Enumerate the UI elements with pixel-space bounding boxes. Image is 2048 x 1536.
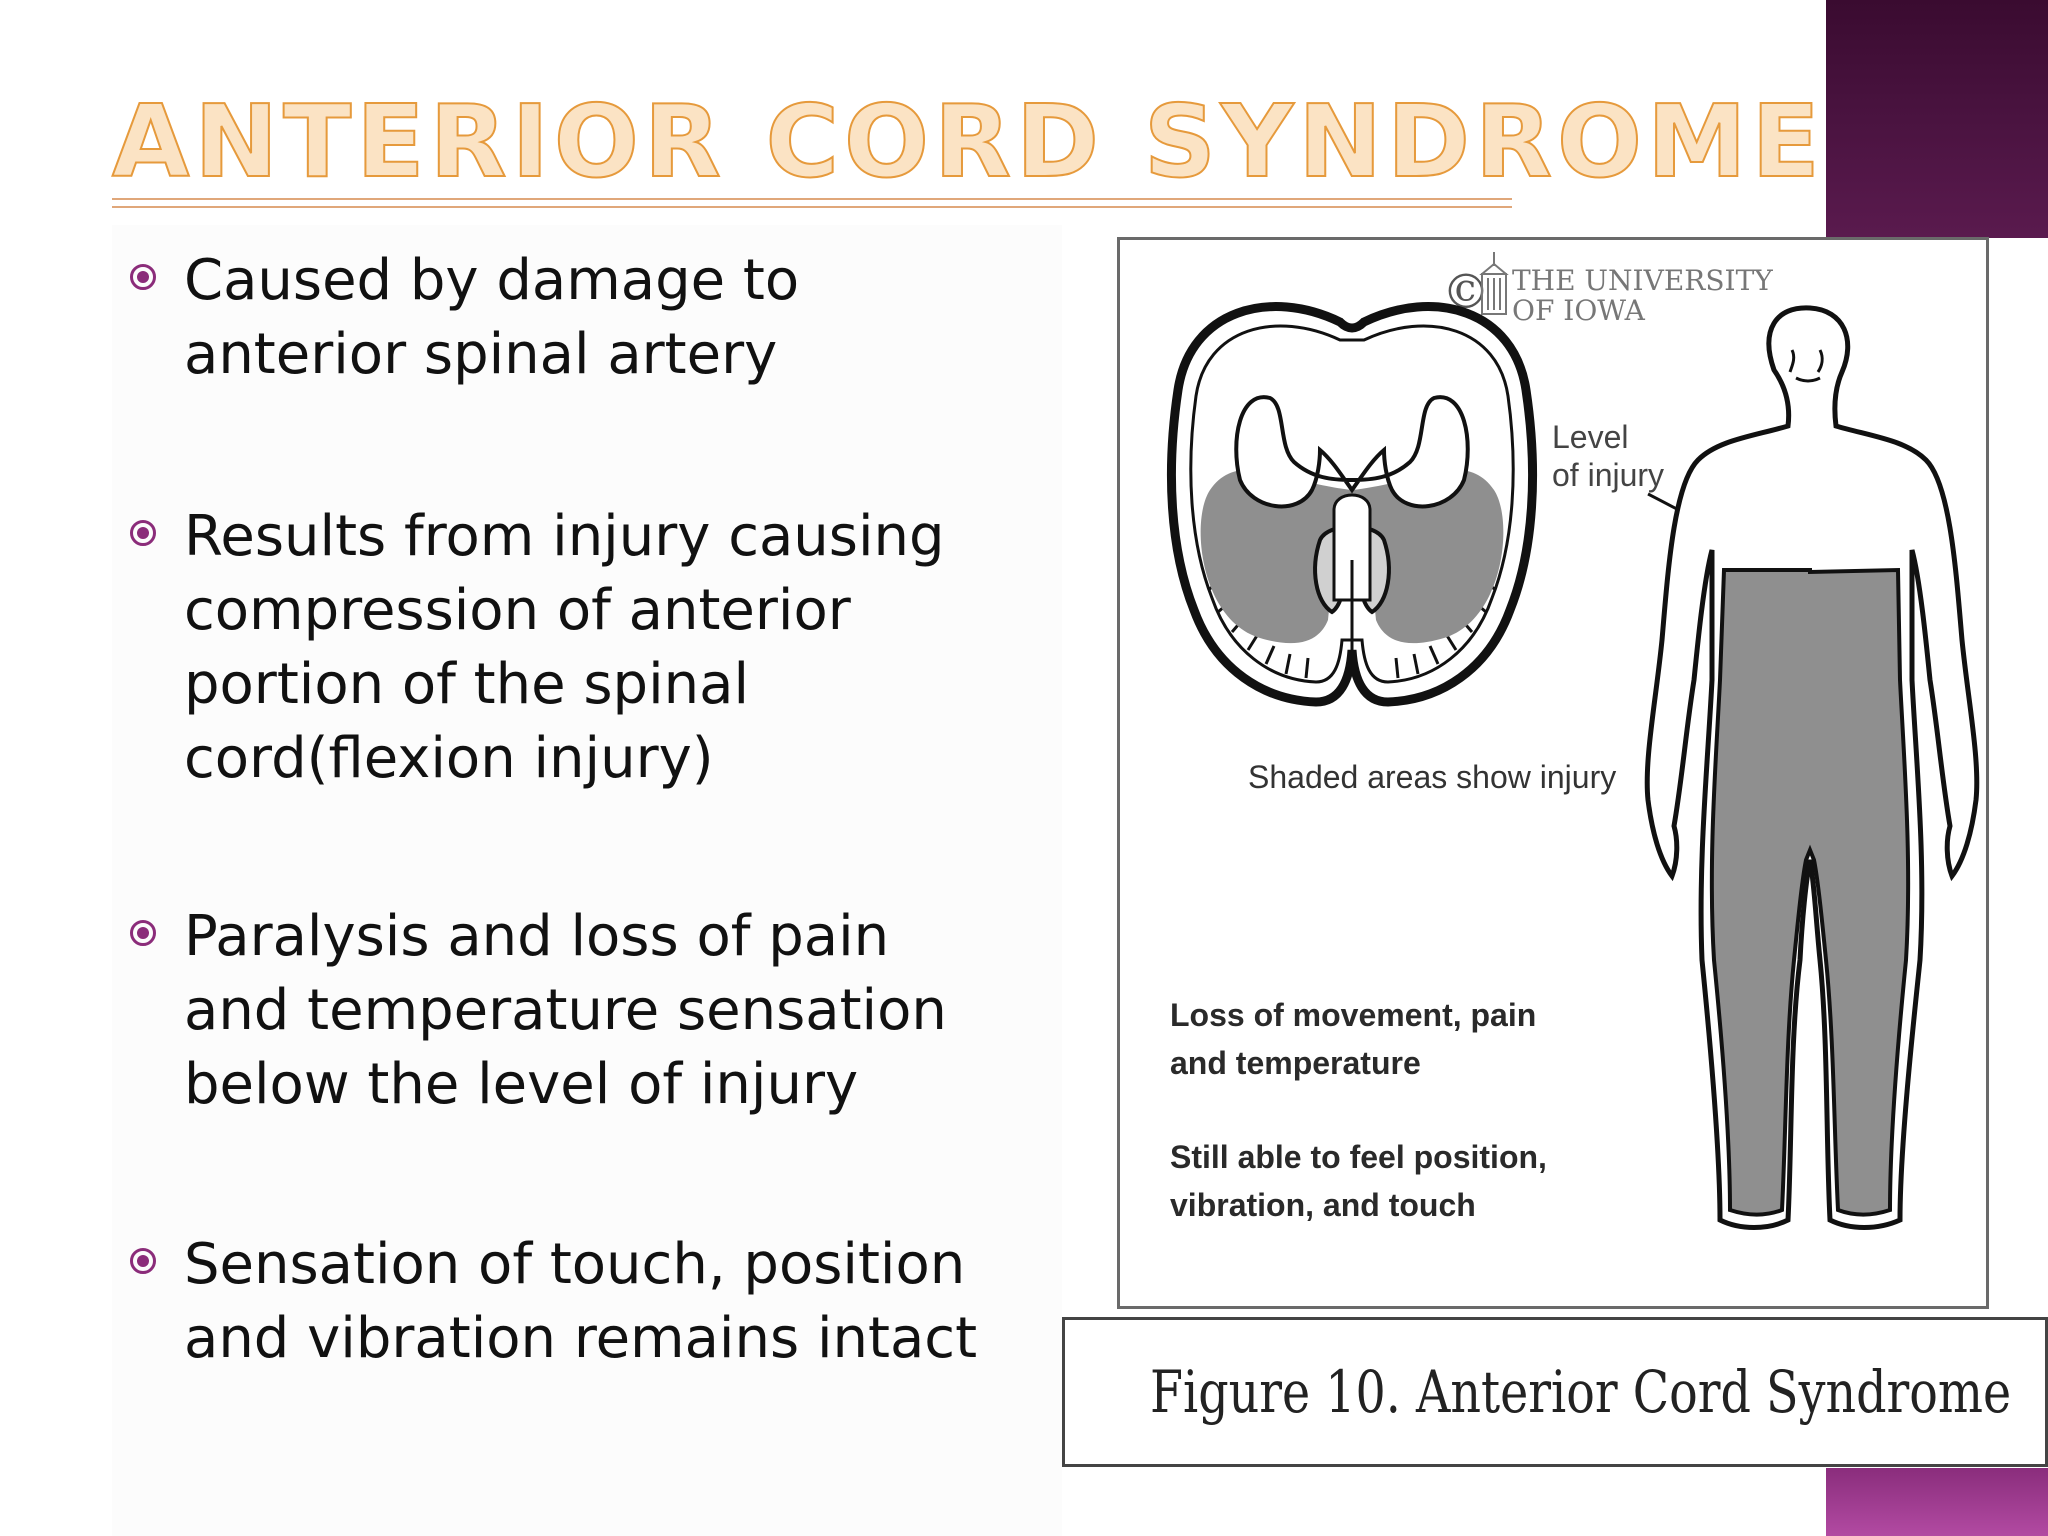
loss-note-line2: and temperature bbox=[1170, 1045, 1421, 1081]
title-underline bbox=[112, 198, 1512, 208]
bullet-text: Results from injury causing compression … bbox=[184, 500, 1076, 796]
bullet-item: Results from injury causing compression … bbox=[126, 500, 1076, 796]
figure-caption: Figure 10. Anterior Cord Syndrome bbox=[1150, 1358, 2012, 1426]
university-building-icon bbox=[1479, 252, 1509, 315]
bullet-line: and vibration remains intact bbox=[184, 1306, 978, 1371]
figure-caption-box: Figure 10. Anterior Cord Syndrome bbox=[1062, 1317, 2048, 1467]
university-name: THE UNIVERSITY bbox=[1512, 264, 1773, 297]
human-body-outline bbox=[1644, 305, 1980, 1230]
bullet-line: below the level of injury bbox=[184, 1052, 859, 1117]
bullet-line: anterior spinal artery bbox=[184, 322, 778, 387]
bullet-circle-icon bbox=[130, 1248, 156, 1274]
bullet-text: Caused by damage to anterior spinal arte… bbox=[184, 244, 1076, 392]
bullet-text: Sensation of touch, position and vibrati… bbox=[184, 1228, 1076, 1376]
bullet-text: Paralysis and loss of pain and temperatu… bbox=[184, 900, 1076, 1122]
spinal-cord-cross-section bbox=[1166, 302, 1538, 707]
bullet-line: cord(flexion injury) bbox=[184, 726, 714, 791]
spinal-cord-figure: © THE UNIVERSITY OF IOWA bbox=[1166, 252, 1980, 1230]
slide-title: ANTERIOR CORD SYNDROME bbox=[111, 82, 1825, 201]
bullet-item: Sensation of touch, position and vibrati… bbox=[126, 1228, 1076, 1376]
university-name-line2: OF IOWA bbox=[1512, 294, 1646, 327]
purple-accent-bottom bbox=[1826, 1468, 2048, 1536]
bullet-line: Caused by damage to bbox=[184, 248, 800, 313]
bullet-line: Results from injury causing bbox=[184, 504, 945, 569]
figure-frame: © THE UNIVERSITY OF IOWA bbox=[1117, 237, 1989, 1309]
bullet-circle-icon bbox=[130, 520, 156, 546]
loss-note-line1: Loss of movement, pain bbox=[1170, 997, 1536, 1033]
bullet-line: Sensation of touch, position bbox=[184, 1232, 966, 1297]
still-note-line2: vibration, and touch bbox=[1170, 1187, 1476, 1223]
left-background-panel bbox=[112, 225, 1062, 1536]
bullet-line: portion of the spinal bbox=[184, 652, 750, 717]
level-label-line2: of injury bbox=[1552, 457, 1664, 493]
shaded-body-area bbox=[1709, 567, 1911, 1217]
level-label: Level bbox=[1552, 419, 1629, 455]
bullet-line: Paralysis and loss of pain bbox=[184, 904, 890, 969]
bullet-circle-icon bbox=[130, 920, 156, 946]
purple-accent-top bbox=[1826, 0, 2048, 238]
bullet-item: Caused by damage to anterior spinal arte… bbox=[126, 244, 1076, 392]
bullet-circle-icon bbox=[130, 264, 156, 290]
bullet-line: and temperature sensation bbox=[184, 978, 947, 1043]
shaded-injury-area bbox=[1200, 469, 1504, 644]
bullet-item: Paralysis and loss of pain and temperatu… bbox=[126, 900, 1076, 1122]
shaded-areas-note: Shaded areas show injury bbox=[1248, 759, 1616, 795]
still-note-line1: Still able to feel position, bbox=[1170, 1139, 1547, 1175]
bullet-line: compression of anterior bbox=[184, 578, 851, 643]
